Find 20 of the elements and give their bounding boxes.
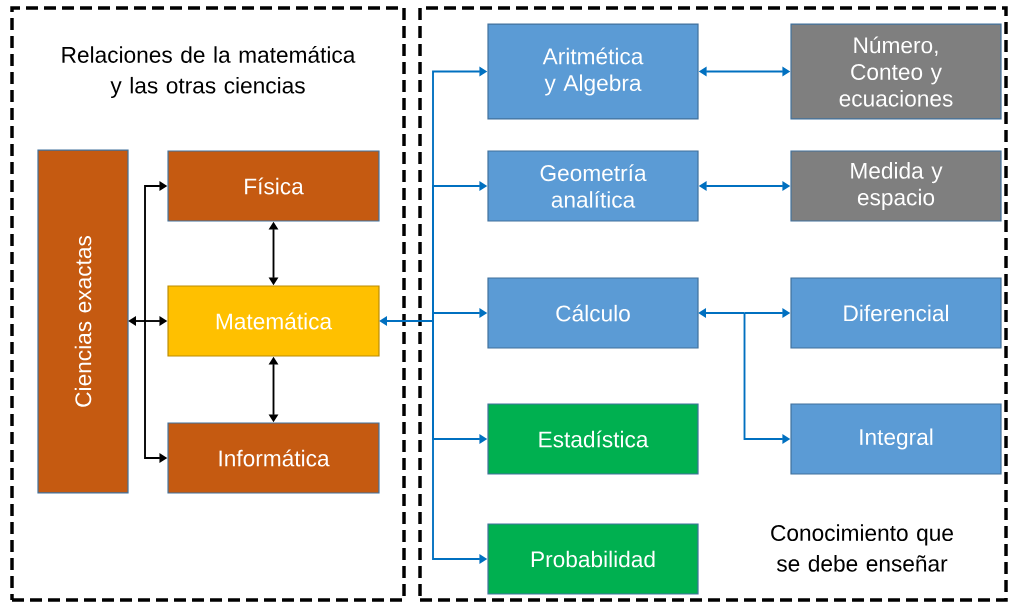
arrow — [698, 308, 746, 318]
process-box: Cálculo — [487, 277, 699, 349]
process-box: Geometría analítica — [487, 150, 699, 222]
heading: Conocimiento que se debe enseñar — [771, 524, 953, 572]
process-box: Estadística — [487, 403, 699, 475]
process-box: Física — [167, 150, 380, 222]
process-box: Aritmética y Algebra — [487, 23, 699, 120]
process-box: Ciencias exactas — [37, 149, 129, 494]
process-box: Medida y espacio — [790, 150, 1002, 222]
heading: Relaciones de la matemática y las otras ciencias — [62, 46, 356, 99]
arrow — [379, 316, 434, 326]
process-box: Matemática — [167, 285, 380, 357]
process-box: Integral — [790, 403, 1002, 475]
process-box: Informática — [167, 422, 380, 494]
dashed-frame — [418, 6, 1008, 602]
process-box: Número, Conteo y ecuaciones — [790, 23, 1002, 120]
process-box: Probabilidad — [487, 523, 699, 595]
process-box: Diferencial — [790, 277, 1002, 349]
arrow — [128, 316, 146, 326]
dashed-frame — [10, 6, 406, 602]
